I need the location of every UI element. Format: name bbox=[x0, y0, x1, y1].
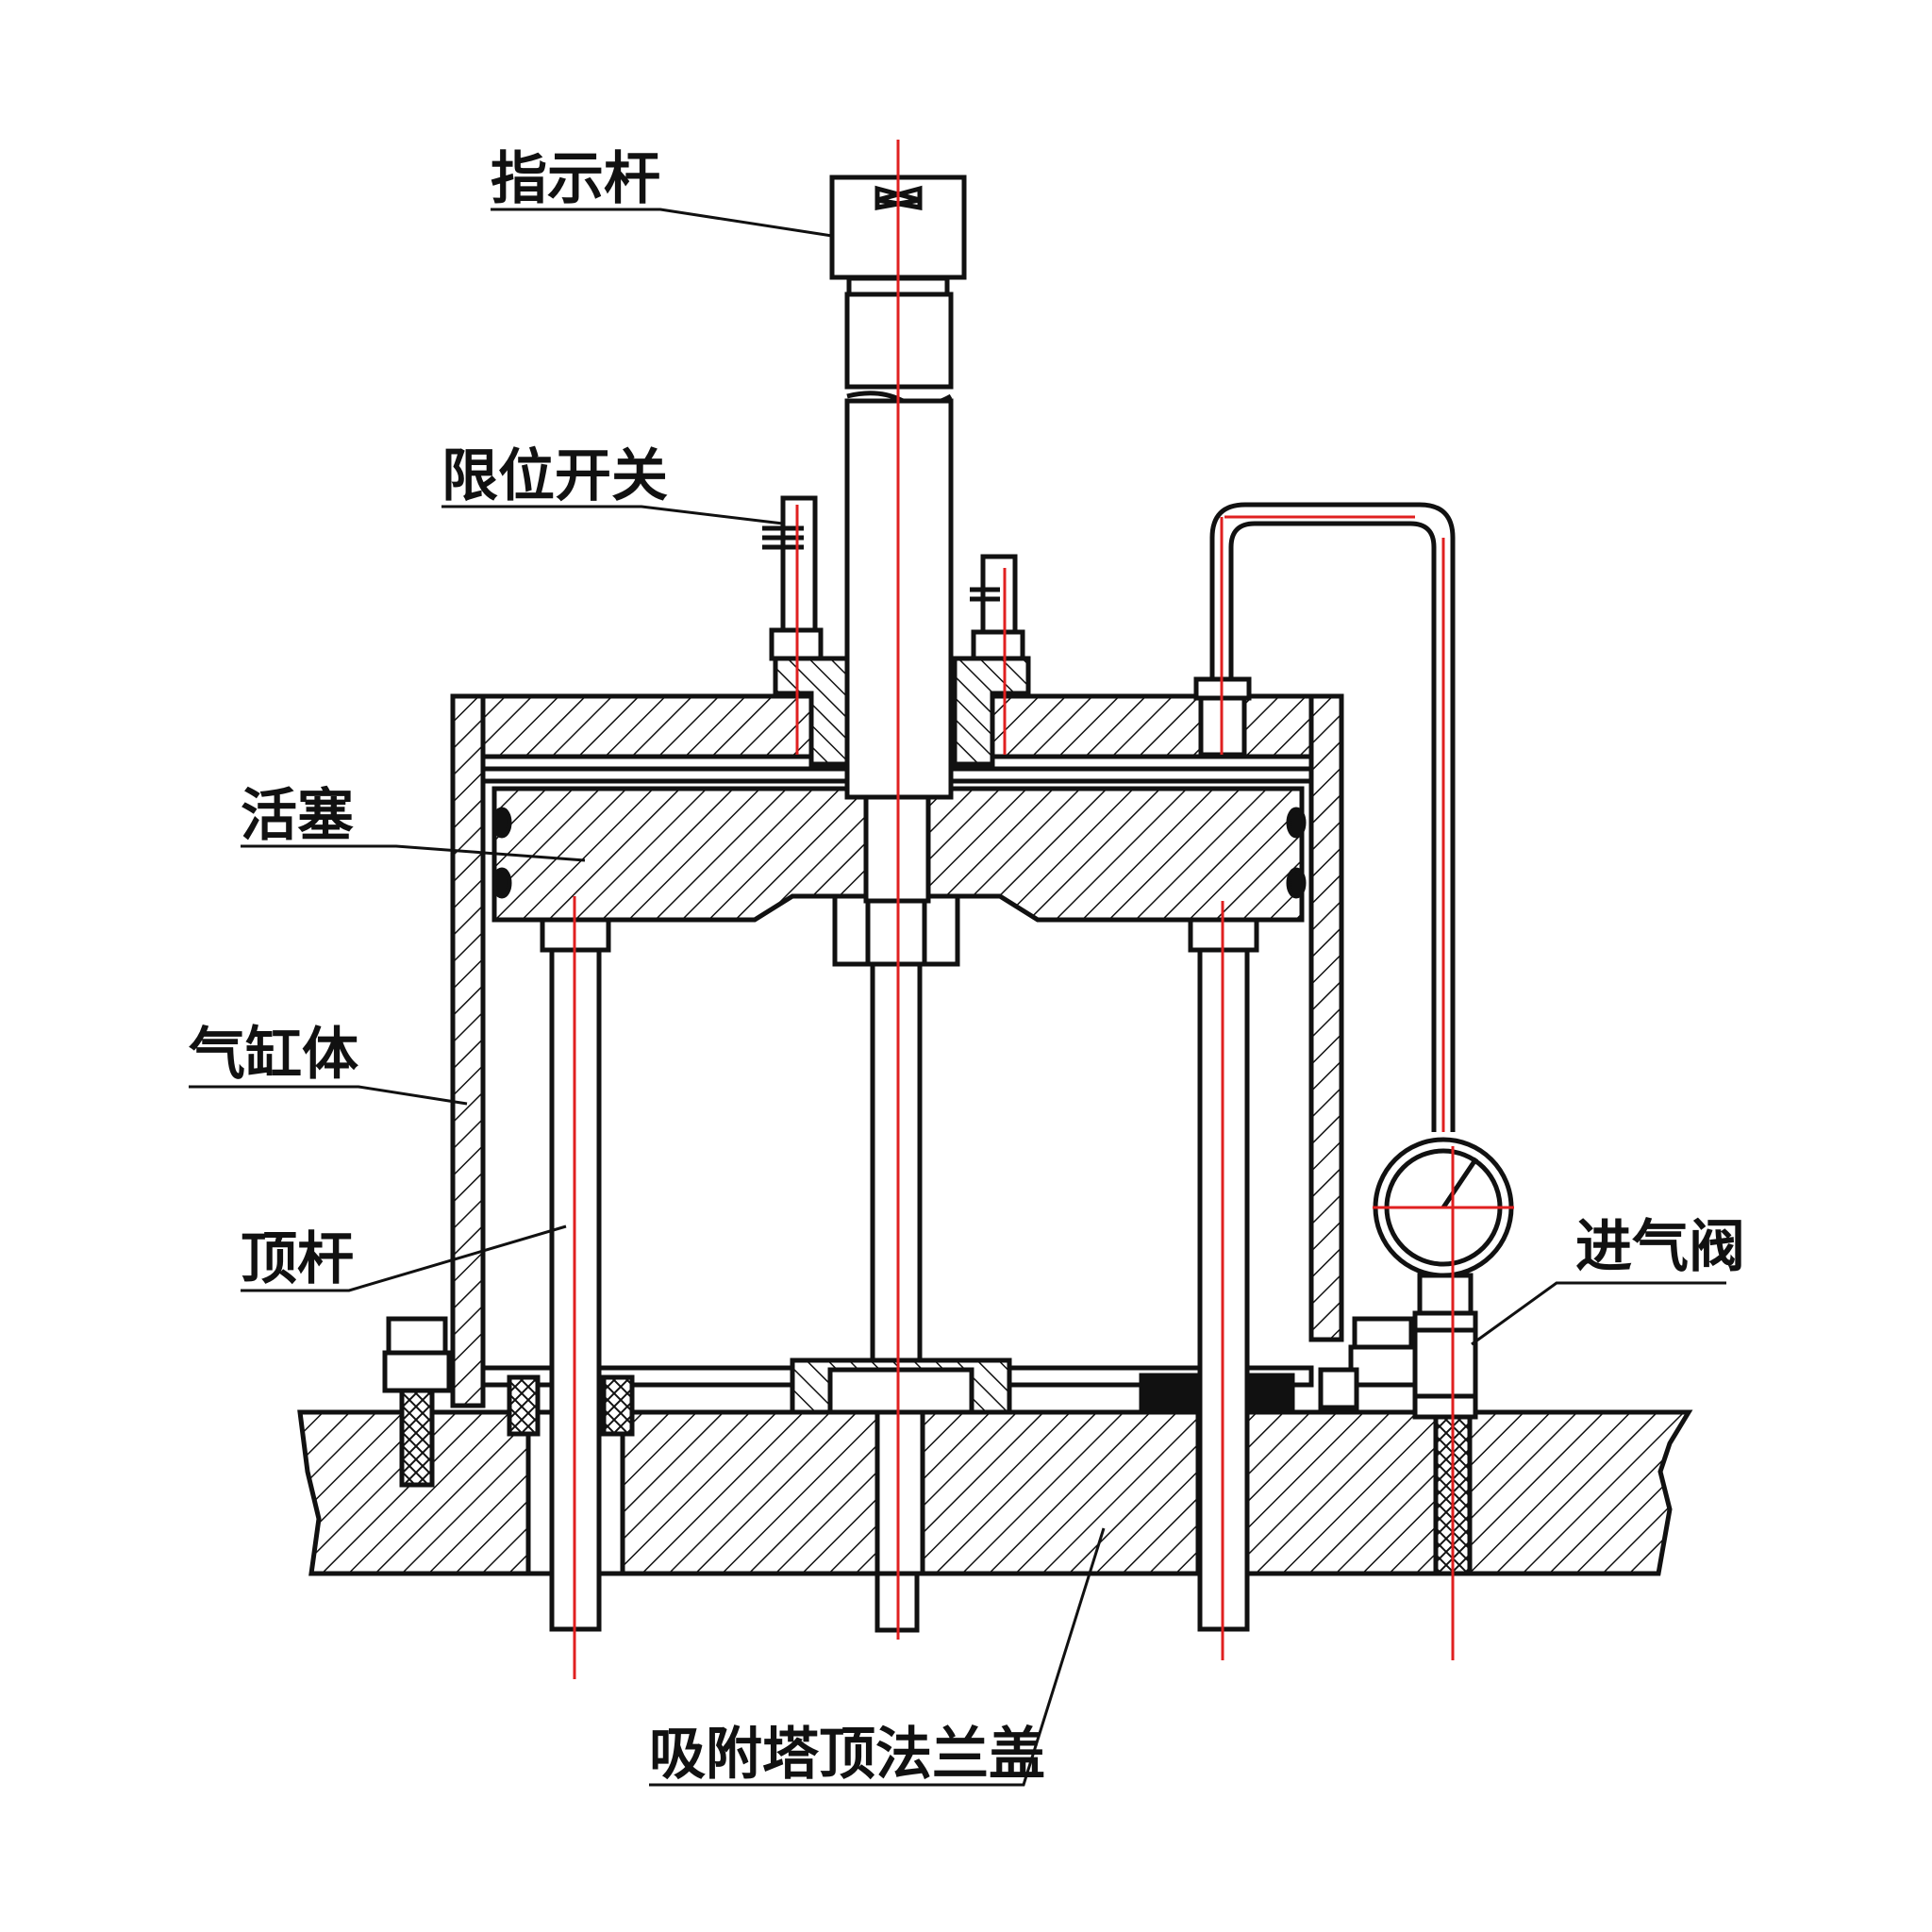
svg-text:气缸体: 气缸体 bbox=[189, 1022, 358, 1088]
cylinder-body bbox=[450, 693, 1344, 1437]
limit-switch-right bbox=[952, 554, 1031, 767]
label-intake-valve: 进气阀 bbox=[1471, 1214, 1745, 1346]
svg-text:活塞: 活塞 bbox=[241, 783, 354, 849]
label-piston: 活塞 bbox=[241, 783, 586, 862]
bolt-left bbox=[382, 1316, 452, 1488]
svg-text:进气阀: 进气阀 bbox=[1575, 1214, 1745, 1280]
svg-text:吸附塔顶法兰盖: 吸附塔顶法兰盖 bbox=[649, 1722, 1045, 1788]
label-limit-switch: 限位开关 bbox=[441, 443, 784, 525]
label-indicator-rod: 指示杆 bbox=[491, 146, 833, 238]
svg-text:限位开关: 限位开关 bbox=[441, 443, 668, 509]
flange-cover bbox=[297, 1409, 1693, 1576]
svg-text:指示杆: 指示杆 bbox=[491, 146, 660, 212]
intake-valve bbox=[1412, 1273, 1478, 1420]
label-cylinder-body: 气缸体 bbox=[189, 1022, 468, 1106]
label-flange-cover: 吸附塔顶法兰盖 bbox=[649, 1527, 1106, 1788]
centerlines bbox=[573, 140, 1514, 1679]
bolt-right bbox=[1318, 1316, 1418, 1410]
limit-switch-left bbox=[762, 495, 850, 767]
svg-text:顶杆: 顶杆 bbox=[241, 1226, 354, 1292]
label-ejector-rod: 顶杆 bbox=[241, 1224, 567, 1292]
